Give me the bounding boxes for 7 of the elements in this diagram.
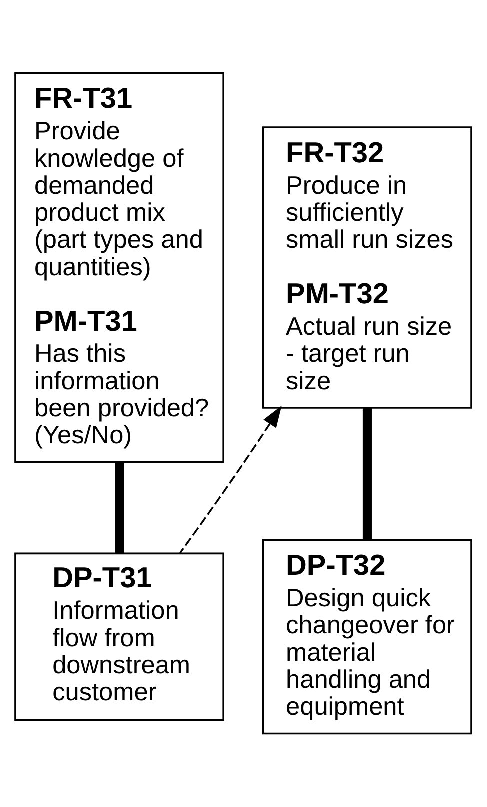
node-box: DP-T32 Design quick changeover for material handling and equipment	[262, 539, 472, 735]
arrow	[179, 406, 282, 554]
connector	[115, 462, 124, 554]
node-box: FR-T32 Produce in sufficiently small run sizes PM-T32 Actual run size - target run size	[262, 126, 472, 409]
node-box: DP-T31 Information flow from downstream customer	[14, 552, 224, 722]
connector	[362, 408, 372, 540]
node-box: FR-T31 Provide knowledge of demanded product mix (part types and quantities) PM-T31 Has this information been provided? (Yes/No)	[14, 72, 224, 464]
